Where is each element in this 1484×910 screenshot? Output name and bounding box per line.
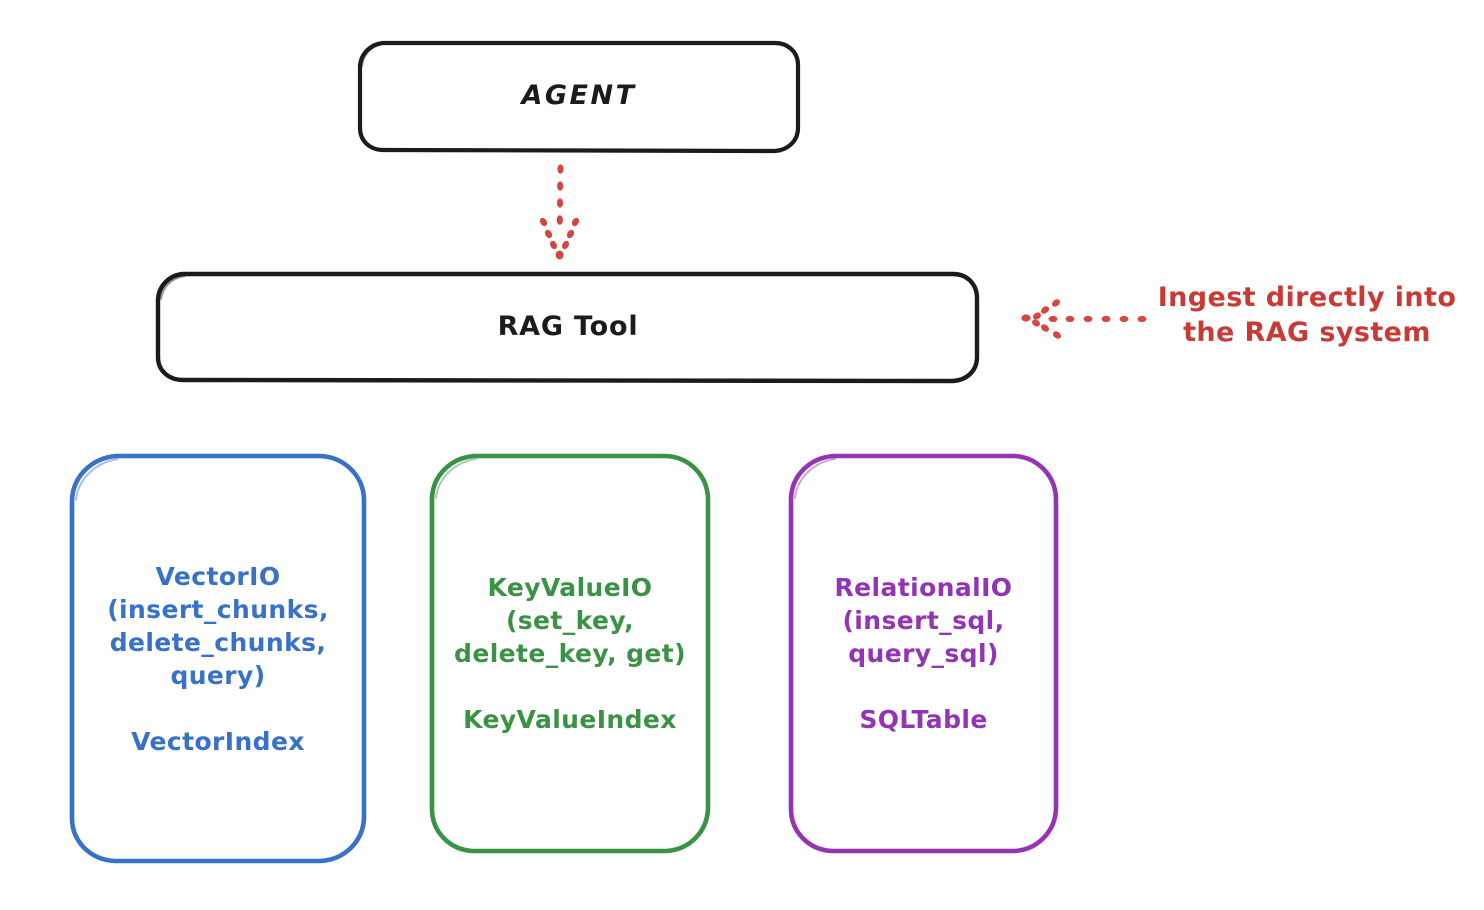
node-relational-io[interactable]: RelationalIO (insert_sql, query_sql) SQL… — [787, 452, 1060, 855]
node-key-value-io[interactable]: KeyValueIO (set_key, delete_key, get) Ke… — [428, 452, 712, 855]
annotation-ingest: Ingest directly into the RAG system — [1157, 282, 1457, 349]
node-vector-io[interactable]: VectorIO (insert_chunks, delete_chunks, … — [68, 452, 368, 865]
node-rag-tool[interactable]: RAG Tool — [155, 271, 981, 384]
node-rag-tool-label: RAG Tool — [497, 310, 639, 342]
node-key-value-io-label: KeyValueIO (set_key, delete_key, get) Ke… — [454, 573, 686, 734]
node-agent-label: AGENT — [521, 80, 637, 112]
node-relational-io-label: RelationalIO (insert_sql, query_sql) SQL… — [834, 573, 1013, 734]
node-agent[interactable]: AGENT — [357, 40, 801, 154]
node-vector-io-label: VectorIO (insert_chunks, delete_chunks, … — [107, 561, 329, 756]
edge-ingest-pointer — [1021, 299, 1147, 339]
edge-agent-to-rag-tool — [539, 164, 580, 260]
